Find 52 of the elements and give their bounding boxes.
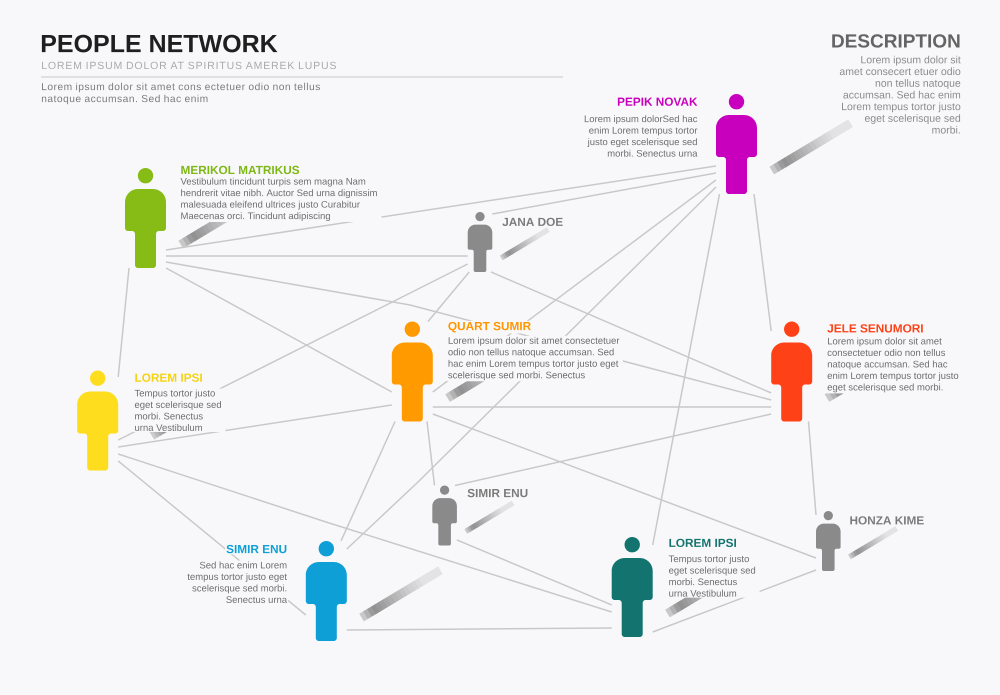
person-name: HONZA KIME bbox=[848, 515, 926, 526]
connector-line bbox=[340, 421, 396, 542]
person-figure bbox=[612, 537, 653, 637]
person-description: Lorem ipsum dolor sit amet consectetuer odio non tellus natoque accumsan. Sed hac enim Lorem tempus tortor justo eget scelerisque sed morbi. Senectus bbox=[446, 336, 623, 382]
person-figure bbox=[392, 322, 433, 422]
connector-line bbox=[427, 272, 470, 322]
person-name: SIMIR ENU bbox=[466, 488, 530, 498]
person-name: SIMIR ENU bbox=[225, 544, 288, 554]
person-description: Tempus tortor justo eget scelerisque sed morbi. Senectus urna Vestibulum bbox=[134, 388, 226, 432]
person-figure bbox=[432, 486, 457, 546]
person-description: Lorem ipsum dolorSed hac enim Lorem tempus tortor justo eget scelerisque sed morbi. Senectus urna bbox=[580, 114, 698, 158]
person-figure bbox=[77, 370, 118, 470]
connector-line bbox=[166, 267, 392, 393]
connector-line bbox=[118, 404, 392, 448]
intro-text: Lorem ipsum dolor sit amet cons ectetuer odio non tellus natoque accumsan. Sed hac enim bbox=[42, 82, 320, 104]
title: PEOPLE NETWORK bbox=[42, 34, 278, 52]
connector-line bbox=[346, 627, 612, 631]
person-figure bbox=[716, 94, 757, 194]
connector-line bbox=[490, 271, 772, 394]
connector-line bbox=[432, 413, 816, 559]
connector-line bbox=[492, 172, 716, 215]
person-figure bbox=[816, 511, 841, 571]
person-figure bbox=[125, 168, 166, 268]
person-name: PEPIK NOVAK bbox=[616, 96, 698, 107]
description-text: Lorem ipsum dolor sit amet consecert etuer odio non tellus natoque accumsan. Sed hac enim Lorem tempus tortor justo eget scelerisque sed morbi. bbox=[840, 56, 961, 134]
person-name: MERIKOL MATRIKUS bbox=[180, 164, 301, 176]
person-description: Lorem ipsum dolor sit amet consectetuer odio non tellus natoque accumsan. Sed hac enim Lorem tempus tortor justo eget scelerisque sed morbi. bbox=[826, 336, 964, 394]
person-name: JELE SENUMORI bbox=[826, 323, 925, 334]
person-description: Tempus tortor justo eget scelerisque sed morbi. Senectus urna Vestibulum bbox=[668, 554, 760, 598]
person-name: QUART SUMIR bbox=[446, 320, 532, 334]
connector-line bbox=[166, 255, 468, 257]
connector-line bbox=[118, 453, 612, 613]
connector-line bbox=[753, 194, 772, 332]
person-name: LOREM IPSI bbox=[668, 538, 738, 548]
connector-line bbox=[432, 406, 772, 408]
person-description: Vestibulum tincidunt turpis sem magna Nam hendrerit vitae nibh. Auctor Sed urna dignissim malesuada eleifend ultrices justo Curabitur Maecenas orci. Tincidunt adipiscing bbox=[180, 176, 382, 222]
person-name: JANA DOE bbox=[501, 216, 564, 228]
connector-line bbox=[117, 268, 130, 378]
person-figure bbox=[771, 322, 812, 422]
connector-line bbox=[652, 194, 720, 546]
connector-line bbox=[456, 539, 612, 606]
person-figure bbox=[468, 212, 492, 272]
connector-line bbox=[454, 413, 772, 486]
connector-line bbox=[426, 421, 436, 486]
connector-line bbox=[166, 165, 716, 251]
person-name: LOREM IPSI bbox=[134, 372, 204, 383]
connector-line bbox=[808, 421, 817, 516]
person-description: Sed hac enim Lorem tempus tortor justo eget scelerisque sed morbi. Senectus urna bbox=[183, 560, 288, 604]
heading: DESCRIPTION bbox=[832, 34, 960, 48]
connector-line bbox=[652, 569, 816, 633]
person-figure bbox=[306, 541, 347, 641]
subtitle: LOREM IPSUM DOLOR AT SPIRITUS AMEREK LUPUS bbox=[42, 62, 336, 70]
